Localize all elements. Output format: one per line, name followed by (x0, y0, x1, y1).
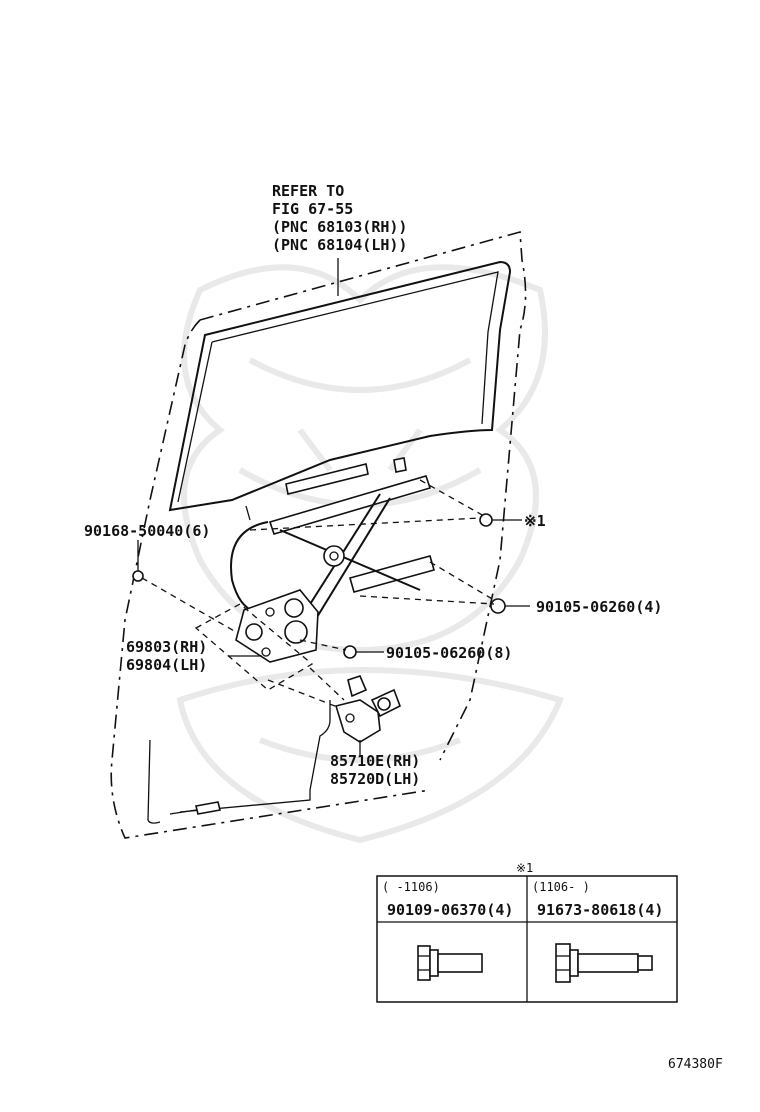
bolt-right-top (479, 513, 522, 527)
refer-note: REFER TO FIG 67-55 (PNC 68103(RH)) (PNC … (272, 182, 407, 254)
glass-channel-upper (245, 457, 407, 521)
bolt-long-icon (555, 943, 653, 983)
callout-regulator-rh: 69803(RH) (126, 638, 207, 656)
window-regulator-rails (230, 475, 435, 623)
note-table: ※1 ( -1106) (1106- ) 90109-06370(4) 9167… (376, 861, 678, 1003)
callout-bolt-center: 90105-06260(8) (386, 644, 512, 662)
note-table-range-1: ( -1106) (382, 880, 440, 894)
refer-line-3: (PNC 68103(RH)) (272, 218, 407, 236)
refer-line-2: FIG 67-55 (272, 200, 353, 218)
callout-bolt-left: 90168-50040(6) (84, 522, 210, 540)
callout-bolt-right-top: 90105-06260(4) (536, 598, 662, 616)
callout-note-mark: ※1 (524, 512, 546, 530)
bolt-short-icon (417, 945, 483, 981)
bolt-left (132, 540, 144, 582)
refer-line-1: REFER TO (272, 182, 344, 200)
bolt-right-mid (490, 598, 530, 614)
refer-line-4: (PNC 68104(LH)) (272, 236, 407, 254)
door-outline (110, 230, 527, 839)
callout-regulator-lh: 69804(LH) (126, 656, 207, 674)
note-table-part-1: 90109-06370(4) (387, 901, 513, 919)
bolt-center (343, 645, 384, 659)
regulator-gear-assembly (235, 589, 319, 663)
motor-mount-area (194, 603, 314, 691)
assembly-dash-lines (141, 479, 495, 709)
note-table-range-2: (1106- ) (532, 880, 590, 894)
note-table-mark: ※1 (516, 861, 533, 875)
regulator-cable (147, 700, 331, 824)
note-table-part-2: 91673-80618(4) (537, 901, 663, 919)
window-frame (168, 258, 512, 512)
callout-motor-rh: 85710E(RH) (330, 752, 420, 770)
window-motor (334, 675, 402, 743)
watermark-logo-icon (176, 264, 565, 844)
callout-motor-lh: 85720D(LH) (330, 770, 420, 788)
figure-code: 674380F (668, 1057, 723, 1072)
